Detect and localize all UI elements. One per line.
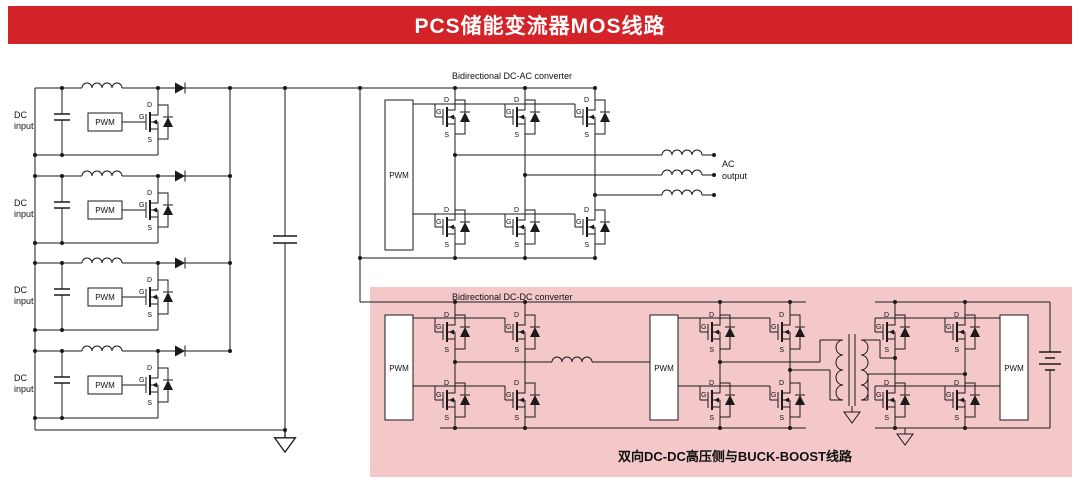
- boost-diode-icon: [167, 82, 195, 94]
- boost-stage-2: PWM DC input: [14, 170, 230, 244]
- dc-bus-wiring: [34, 88, 361, 431]
- boost-diode-icon: [167, 170, 195, 182]
- inductor-icon: [81, 257, 123, 264]
- mosfet-icon: [434, 204, 471, 250]
- pwm-block: [384, 99, 414, 251]
- inductor-icon: [81, 82, 123, 89]
- dc-input-label: DC input: [14, 373, 34, 394]
- pwm-label: PWM: [95, 118, 115, 127]
- mosfet-icon: [504, 204, 541, 250]
- pwm-block: [649, 314, 679, 421]
- mosfet-icon: [137, 99, 174, 145]
- dc-input-label: DC input: [14, 198, 34, 219]
- pwm-block: [87, 375, 123, 395]
- dcdc-converter: Bidirectional DC-DC converter PWM PWM PW…: [360, 292, 1062, 464]
- dcac-title: Bidirectional DC-AC converter: [452, 71, 572, 81]
- inductor-icon: [661, 189, 703, 196]
- pwm-label: PWM: [95, 206, 115, 215]
- pwm-label: PWM: [95, 293, 115, 302]
- dc-bus-capacitor-icon: [273, 235, 297, 244]
- pwm-label: PWM: [1004, 364, 1024, 373]
- dcdc-title: Bidirectional DC-DC converter: [452, 292, 573, 302]
- ground-icon: [273, 429, 297, 453]
- highlight-caption: 双向DC-DC高压侧与BUCK-BOOST线路: [618, 449, 853, 464]
- pwm-block: [87, 112, 123, 132]
- dcac-converter: Bidirectional DC-AC converter PWM AC out…: [360, 71, 748, 259]
- dc-input-label: DC input: [14, 110, 34, 131]
- transformer-icon: [835, 334, 869, 406]
- boost-diode-icon: [167, 257, 195, 269]
- boost-stage-1: PWM DC input: [14, 82, 595, 156]
- pwm-block: [999, 314, 1029, 421]
- pwm-label: PWM: [389, 171, 409, 180]
- mosfet-icon: [574, 204, 611, 250]
- inductor-icon: [81, 170, 123, 177]
- pwm-block: [87, 287, 123, 307]
- boost-stage-3: PWM DC input: [14, 257, 230, 331]
- inductor-icon: [81, 345, 123, 352]
- pwm-label: PWM: [389, 364, 409, 373]
- junction-dots: [33, 86, 967, 432]
- mosfet-icon: [137, 274, 174, 320]
- inductor-icon: [661, 149, 703, 156]
- mosfet-icon: [137, 362, 174, 408]
- input-capacitor-icon: [53, 376, 71, 384]
- mosfet-icon: [434, 94, 471, 140]
- page-title: PCS储能变流器MOS线路: [8, 6, 1072, 44]
- boost-diode-icon: [167, 345, 195, 357]
- dc-input-label: DC input: [14, 285, 34, 306]
- pwm-block: [384, 314, 414, 421]
- pwm-label: PWM: [654, 364, 674, 373]
- input-capacitor-icon: [53, 113, 71, 121]
- mosfet-icon: [504, 94, 541, 140]
- inductor-icon: [661, 169, 703, 176]
- mosfet-icon: [137, 187, 174, 233]
- input-capacitor-icon: [53, 201, 71, 209]
- ac-output-label: AC output: [722, 159, 748, 181]
- input-capacitor-icon: [53, 288, 71, 296]
- boost-stage-4: PWM DC input: [14, 345, 230, 419]
- pwm-label: PWM: [95, 381, 115, 390]
- mosfet-icon: [574, 94, 611, 140]
- pwm-block: [87, 200, 123, 220]
